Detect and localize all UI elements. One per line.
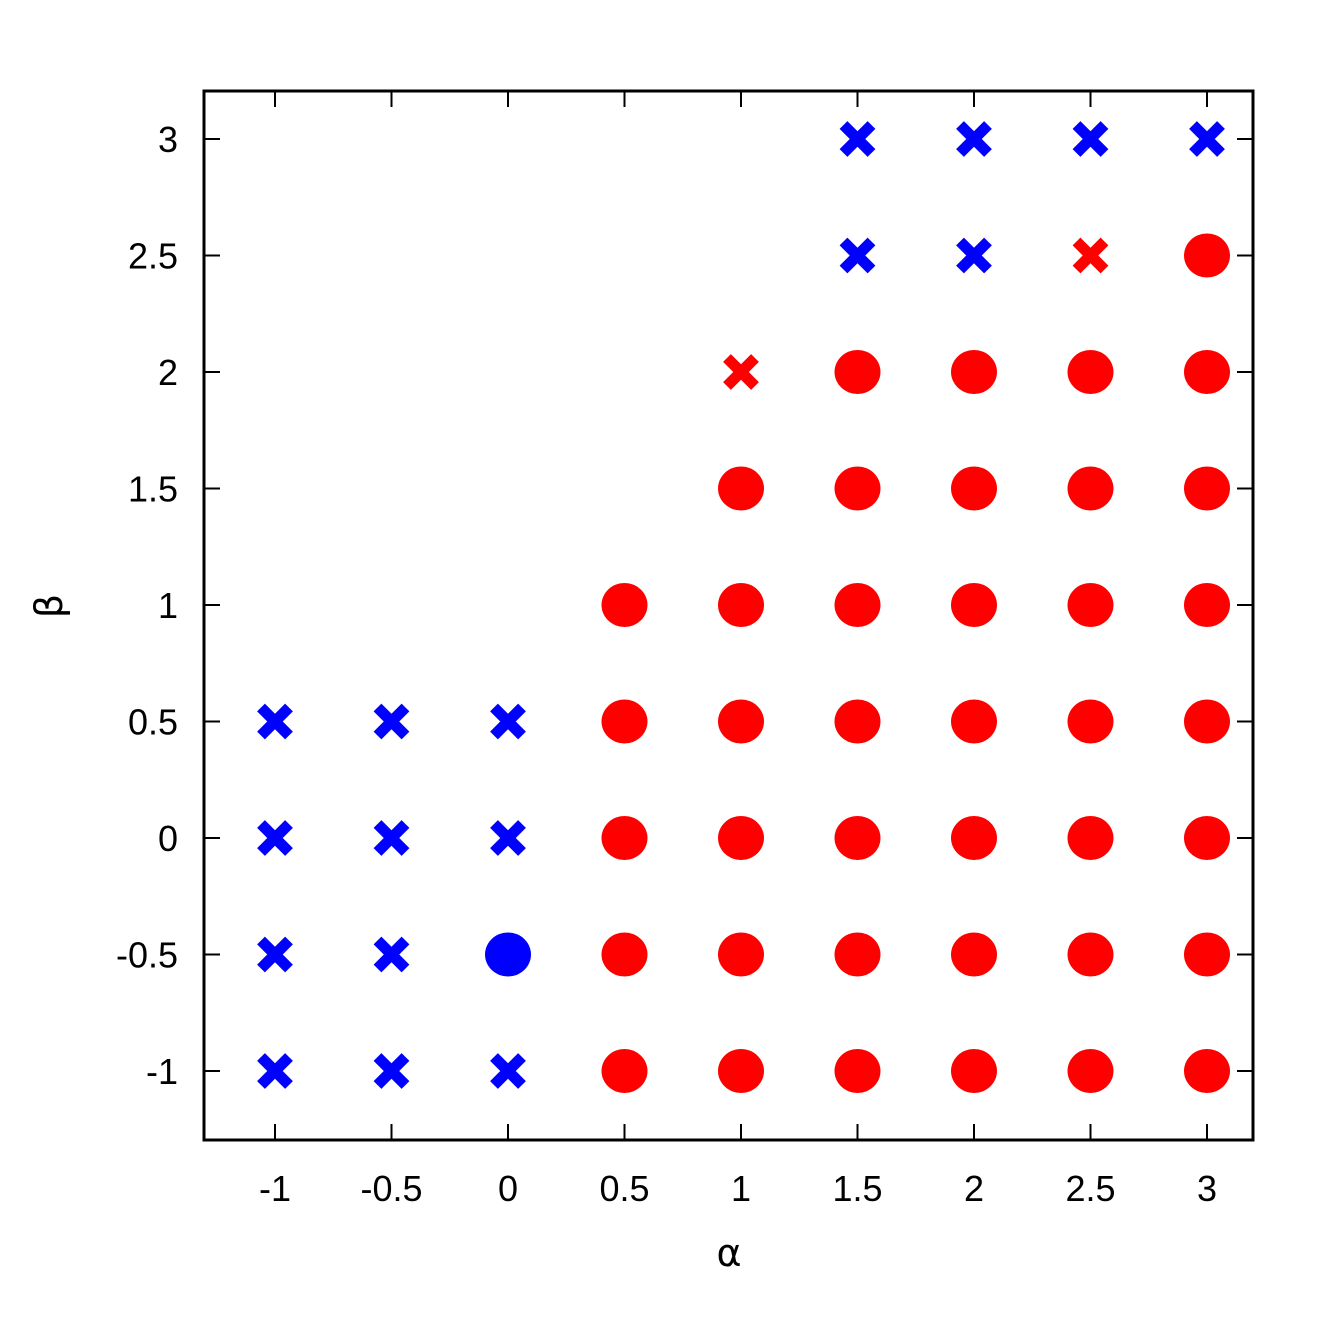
y-tick-label: 1 — [158, 585, 178, 626]
plot-frame — [202, 89, 1255, 1142]
red-circle-marker — [834, 350, 881, 394]
red-circle-marker — [601, 932, 648, 977]
y-tick-label: 2.5 — [128, 236, 178, 277]
y-tick-label: 3 — [158, 119, 178, 160]
red-circle-marker — [718, 1049, 764, 1093]
red-circle-marker — [601, 1049, 648, 1093]
y-tick-label: 2 — [158, 352, 178, 393]
blue-cross-marker — [373, 703, 410, 740]
x-tick-labels: -1 -0.5 0 0.5 1 1.5 2 2.5 3 — [259, 1168, 1217, 1209]
red-circle-marker — [1184, 233, 1230, 278]
y-tick-label: -0.5 — [116, 935, 178, 976]
red-circle-marker — [834, 466, 881, 511]
red-circle-marker — [718, 699, 764, 744]
red-circle-marker — [718, 583, 764, 627]
x-tick-label: 2 — [964, 1168, 984, 1209]
red-circle-marker — [1184, 932, 1230, 977]
red-cross-marker — [723, 354, 759, 390]
blue-cross-marker — [257, 1053, 293, 1089]
y-tick-label: 0 — [158, 818, 178, 859]
x-tick-label: 0.5 — [599, 1168, 649, 1209]
red-cross-marker — [1072, 237, 1109, 274]
blue-cross-marker — [373, 1053, 410, 1089]
x-tick-label: -1 — [259, 1168, 291, 1209]
blue-cross-marker — [1072, 121, 1109, 157]
blue-cross-marker — [373, 936, 410, 973]
red-circle-marker — [951, 816, 997, 860]
y-axis-label: β — [27, 594, 71, 618]
blue-circle-marker — [485, 932, 531, 977]
red-circle-marker — [951, 583, 997, 627]
blue-cross-marker — [1189, 121, 1225, 157]
axis-ticks — [204, 91, 1253, 1140]
y-tick-labels: -1 -0.5 0 0.5 1 1.5 2 2.5 3 — [116, 119, 178, 1092]
x-tick-label: 0 — [498, 1168, 518, 1209]
red-circle-marker — [601, 816, 648, 860]
red-circle-marker — [718, 816, 764, 860]
red-circle-marker — [718, 466, 764, 511]
blue-cross-marker — [839, 121, 876, 157]
red-circle-marker — [951, 699, 997, 744]
blue-cross-marker — [839, 237, 876, 274]
blue-cross-marker — [490, 820, 526, 856]
red-circle-marker — [1067, 816, 1114, 860]
red-circle-marker — [1067, 583, 1114, 627]
blue-cross-marker — [257, 820, 293, 856]
red-circle-marker — [1184, 816, 1230, 860]
data-points — [257, 121, 1230, 1093]
blue-cross-marker — [956, 237, 992, 274]
blue-cross-marker — [257, 936, 293, 973]
y-tick-label: -1 — [146, 1051, 178, 1092]
x-tick-label: 1.5 — [832, 1168, 882, 1209]
red-circle-marker — [834, 932, 881, 977]
red-circle-marker — [1184, 1049, 1230, 1093]
red-circle-marker — [951, 1049, 997, 1093]
red-circle-marker — [834, 699, 881, 744]
x-tick-label: 3 — [1197, 1168, 1217, 1209]
blue-cross-marker — [373, 820, 410, 856]
blue-cross-marker — [257, 703, 293, 740]
y-tick-label: 0.5 — [128, 702, 178, 743]
blue-cross-marker — [956, 121, 992, 157]
red-circle-marker — [1067, 1049, 1114, 1093]
red-circle-marker — [951, 466, 997, 511]
red-circle-marker — [1184, 583, 1230, 627]
red-circle-marker — [1184, 466, 1230, 511]
red-circle-marker — [951, 350, 997, 394]
red-circle-marker — [601, 699, 648, 744]
red-circle-marker — [834, 1049, 881, 1093]
red-circle-marker — [951, 932, 997, 977]
red-circle-marker — [1184, 350, 1230, 394]
blue-cross-marker — [490, 1053, 526, 1089]
red-circle-marker — [1067, 350, 1114, 394]
red-circle-marker — [1184, 699, 1230, 744]
x-tick-label: -0.5 — [360, 1168, 422, 1209]
x-tick-label: 1 — [731, 1168, 751, 1209]
red-circle-marker — [1067, 699, 1114, 744]
red-circle-marker — [1067, 932, 1114, 977]
red-circle-marker — [601, 583, 648, 627]
x-tick-label: 2.5 — [1065, 1168, 1115, 1209]
y-tick-label: 1.5 — [128, 469, 178, 510]
x-axis-label: α — [716, 1231, 741, 1275]
red-circle-marker — [834, 816, 881, 860]
red-circle-marker — [718, 932, 764, 977]
blue-cross-marker — [490, 703, 526, 740]
red-circle-marker — [834, 583, 881, 627]
red-circle-marker — [1067, 466, 1114, 511]
